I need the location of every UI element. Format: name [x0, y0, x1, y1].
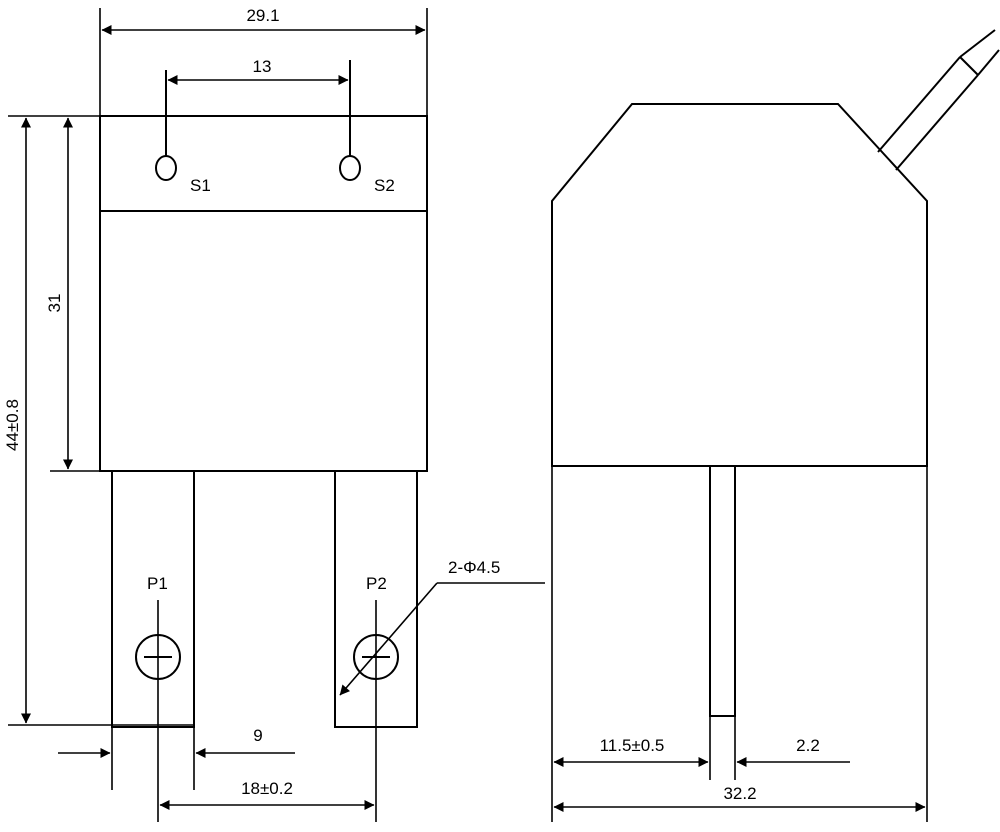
terminal-s2-label: S2 [374, 176, 395, 195]
side-pin [709, 465, 736, 717]
pin-p2-label: P2 [366, 574, 387, 593]
dimension-offset: 11.5±0.5 [553, 736, 709, 767]
dimension-terminal-spacing-label: 13 [253, 57, 272, 76]
front-view: S1 S2 P1 P2 [3, 6, 545, 822]
dimension-pin-thickness-label: 2.2 [796, 736, 820, 755]
dimension-width: 29.1 [101, 6, 426, 35]
dimension-total-height: 44±0.8 [3, 117, 31, 724]
pin-p1-label: P1 [147, 574, 168, 593]
dimension-height: 31 [45, 117, 73, 470]
sensor-body-outline [99, 115, 428, 472]
dimension-hole-spec-label: 2-Φ4.5 [448, 558, 500, 577]
pin-p1: P1 [111, 470, 195, 822]
side-body-outline [551, 103, 928, 467]
dimension-terminal-spacing: 13 [167, 57, 349, 85]
dimension-pin-width-label: 9 [253, 726, 262, 745]
dimension-depth: 32.2 [553, 784, 926, 812]
dimension-pin-width: 9 [58, 726, 295, 758]
terminal-s1: S1 [155, 70, 211, 195]
terminal-s2: S2 [339, 60, 395, 195]
dimension-pin-pitch-label: 18±0.2 [241, 779, 293, 798]
dimension-hole-spec: 2-Φ4.5 [339, 558, 545, 696]
dimension-offset-label: 11.5±0.5 [600, 736, 665, 755]
dimension-depth-label: 32.2 [723, 784, 756, 803]
dimension-pin-pitch: 18±0.2 [159, 779, 375, 810]
terminal-s1-label: S1 [190, 176, 211, 195]
dimension-height-label: 31 [45, 294, 64, 313]
dimension-width-label: 29.1 [246, 6, 279, 25]
pin-p2: P2 [334, 470, 418, 822]
dimension-total-height-label: 44±0.8 [3, 399, 22, 451]
dimension-pin-thickness: 2.2 [736, 736, 850, 767]
side-view: 11.5±0.5 2.2 32.2 [551, 29, 1000, 822]
cable [877, 29, 1000, 171]
